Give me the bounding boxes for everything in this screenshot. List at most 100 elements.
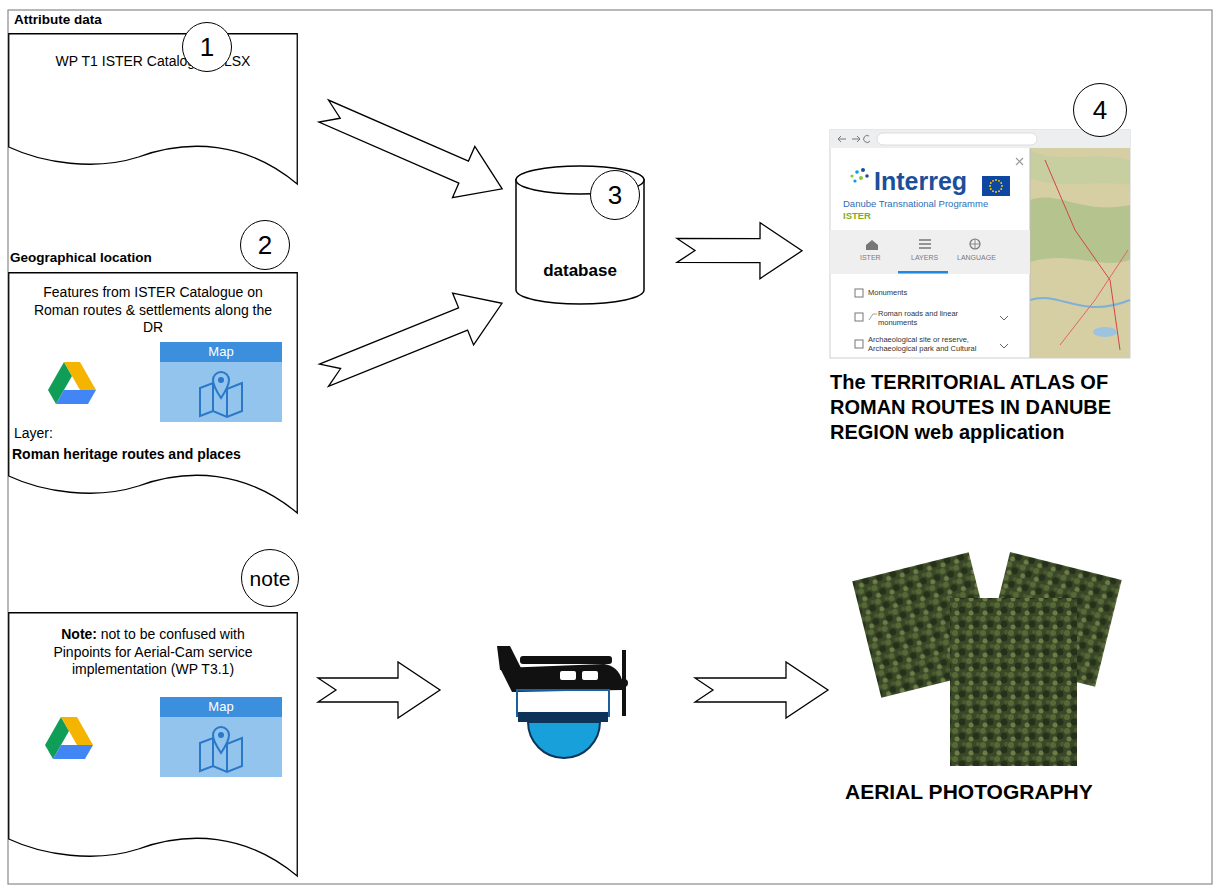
text-slot: note	[242, 550, 298, 606]
web-app-screenshot	[1060, 250, 1128, 345]
aerial-photo-box: AERIAL PHOTOGRAPHY	[843, 555, 1128, 805]
map-icon-body	[160, 342, 282, 422]
web-app-screenshot	[1030, 298, 1130, 307]
callout-text: 2	[258, 232, 272, 258]
screenshot-label: Interreg	[874, 168, 967, 196]
web-app-screenshot	[1030, 198, 1130, 263]
block-arrow	[318, 662, 828, 718]
web-app-screenshot	[898, 271, 948, 274]
web-app-screenshot	[992, 180, 994, 182]
label-slot: LANGUAGE	[957, 254, 996, 262]
web-app-screenshot	[995, 191, 997, 193]
web-app-screenshot	[838, 136, 860, 142]
text-slot: Roman heritage routes and places	[12, 446, 241, 464]
label-slot: LAYERS	[911, 254, 938, 262]
drive-icon	[64, 362, 96, 390]
web-app-screenshot	[990, 188, 992, 190]
web-app-screenshot	[970, 239, 980, 249]
aerial-photo-stack	[852, 552, 1121, 766]
drive-icon	[45, 717, 93, 759]
screenshot-label: Roman roads and linear monuments	[878, 309, 990, 327]
web-app-box: The TERRITORIAL ATLAS OF ROMAN ROUTES IN…	[830, 130, 1130, 358]
callout-text: 4	[1093, 97, 1107, 123]
web-app-screenshot	[855, 340, 863, 348]
web-app-screenshot	[859, 176, 863, 180]
web-app-screenshot	[855, 170, 859, 174]
text-slot: Attribute data	[14, 12, 102, 28]
map-icon-header	[160, 697, 282, 717]
airplane-camera-icon	[528, 722, 600, 758]
web-app-screenshot	[830, 130, 1130, 358]
callout-number: 4	[1073, 83, 1127, 137]
text-slot: database	[515, 261, 645, 281]
document-outline	[9, 34, 298, 184]
screenshot-label: LAYERS	[911, 254, 938, 262]
text-block: Note:not to be confused with Pinpoints f…	[33, 626, 273, 679]
web-app-screenshot	[865, 174, 869, 178]
node-text: The TERRITORIAL ATLAS OF ROMAN ROUTES IN…	[830, 370, 1175, 445]
label-slot: Roman roads and linear monuments	[878, 309, 990, 327]
text-slot: 3	[591, 171, 639, 219]
block-arrow	[318, 662, 440, 718]
web-app-screenshot	[861, 168, 865, 172]
map-icon-header	[160, 342, 282, 362]
map-pin-glyph	[213, 372, 229, 398]
web-app-screenshot	[998, 190, 1000, 192]
airplane-camera-icon	[520, 656, 612, 664]
web-app-screenshot	[1000, 182, 1002, 184]
screenshot-label: ISTER	[843, 210, 871, 221]
node-text: Map	[160, 699, 282, 715]
label-slot: ISTER	[843, 210, 871, 221]
aerial-photo-stack	[950, 598, 1077, 766]
label-slot: Interreg	[874, 168, 967, 196]
document-shape: Map Note:not to be confused with Pinpoint…	[8, 612, 298, 877]
drive-icon	[53, 745, 93, 759]
map-pin-dot	[218, 377, 224, 383]
callout-text: 1	[200, 34, 214, 60]
airplane-camera-icon	[497, 646, 628, 758]
web-app-screenshot	[1000, 316, 1008, 348]
map-pin-dot	[218, 732, 224, 738]
web-app-screenshot	[1000, 188, 1002, 190]
web-app-screenshot	[830, 130, 1130, 358]
web-app-screenshot	[998, 180, 1000, 182]
text-slot: Map	[160, 699, 282, 715]
web-app-screenshot	[1093, 327, 1117, 337]
drive-icon	[48, 362, 96, 404]
web-app-screenshot	[995, 179, 997, 181]
text-slot: 1	[183, 23, 231, 71]
airplane-camera-icon	[582, 671, 598, 680]
callout-number: 2	[240, 220, 290, 270]
web-app-screenshot	[982, 176, 1010, 196]
document-shape: Attribute dataWP T1 ISTER Catalogue XLSX	[8, 33, 298, 185]
text-slot: AERIAL PHOTOGRAPHY	[845, 779, 1093, 805]
drive-icon	[61, 717, 93, 745]
node-text: Features from ISTER Catalogue on Roman r…	[33, 284, 273, 337]
text-slot: The TERRITORIAL ATLAS OF ROMAN ROUTES IN…	[830, 370, 1175, 445]
web-app-screenshot	[853, 179, 856, 182]
callout-number: 3	[590, 170, 640, 220]
web-app-screenshot	[1045, 160, 1120, 350]
block-arrow-connector	[677, 223, 802, 279]
node-text: WP T1 ISTER Catalogue XLSX	[33, 53, 273, 71]
callout-number: 1	[182, 22, 232, 72]
node-text: Note:	[61, 626, 97, 642]
web-app-screenshot	[992, 190, 994, 192]
screenshot-label: Archaeological site or reserve, Archaeol…	[868, 335, 1008, 353]
web-app-screenshot	[830, 230, 1030, 274]
airplane-camera-icon	[518, 712, 608, 722]
text-slot: Features from ISTER Catalogue on Roman r…	[33, 284, 273, 337]
callout-label: note	[241, 549, 299, 607]
web-app-screenshot	[990, 182, 992, 184]
block-arrow-connector	[319, 293, 502, 386]
text-slot: Layer:	[14, 425, 53, 443]
callout-text: note	[250, 568, 291, 589]
airplane-camera-icon	[560, 671, 576, 680]
label-slot: Archaeological site or reserve, Archaeol…	[868, 335, 1008, 353]
label-slot: Danube Transnational Programme	[843, 198, 988, 209]
text-slot: Map	[160, 344, 282, 360]
airplane-camera-icon	[497, 646, 522, 670]
web-app-screenshot	[919, 240, 931, 248]
callout-text: 3	[608, 182, 622, 208]
